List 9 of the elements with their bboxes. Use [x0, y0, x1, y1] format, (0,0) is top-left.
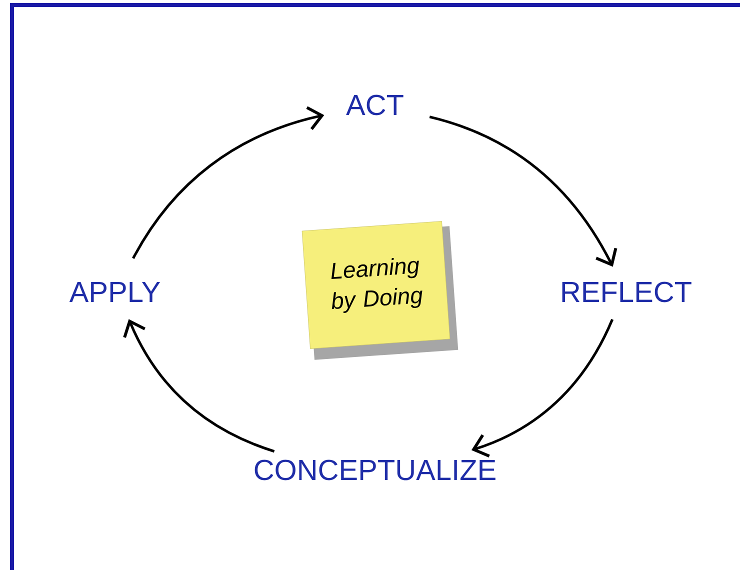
- stage-label: ACT: [346, 94, 404, 116]
- stage-label: APPLY: [69, 282, 160, 302]
- stage-label: REFLECT: [562, 282, 692, 302]
- curved-arrow: [123, 319, 275, 453]
- sticky-note: Learning by Doing: [302, 221, 458, 360]
- curved-arrow: [132, 106, 324, 259]
- curved-arrow: [471, 318, 614, 458]
- stage-label: CONCEPTUALIZE: [254, 460, 496, 480]
- curved-arrow: [429, 116, 618, 267]
